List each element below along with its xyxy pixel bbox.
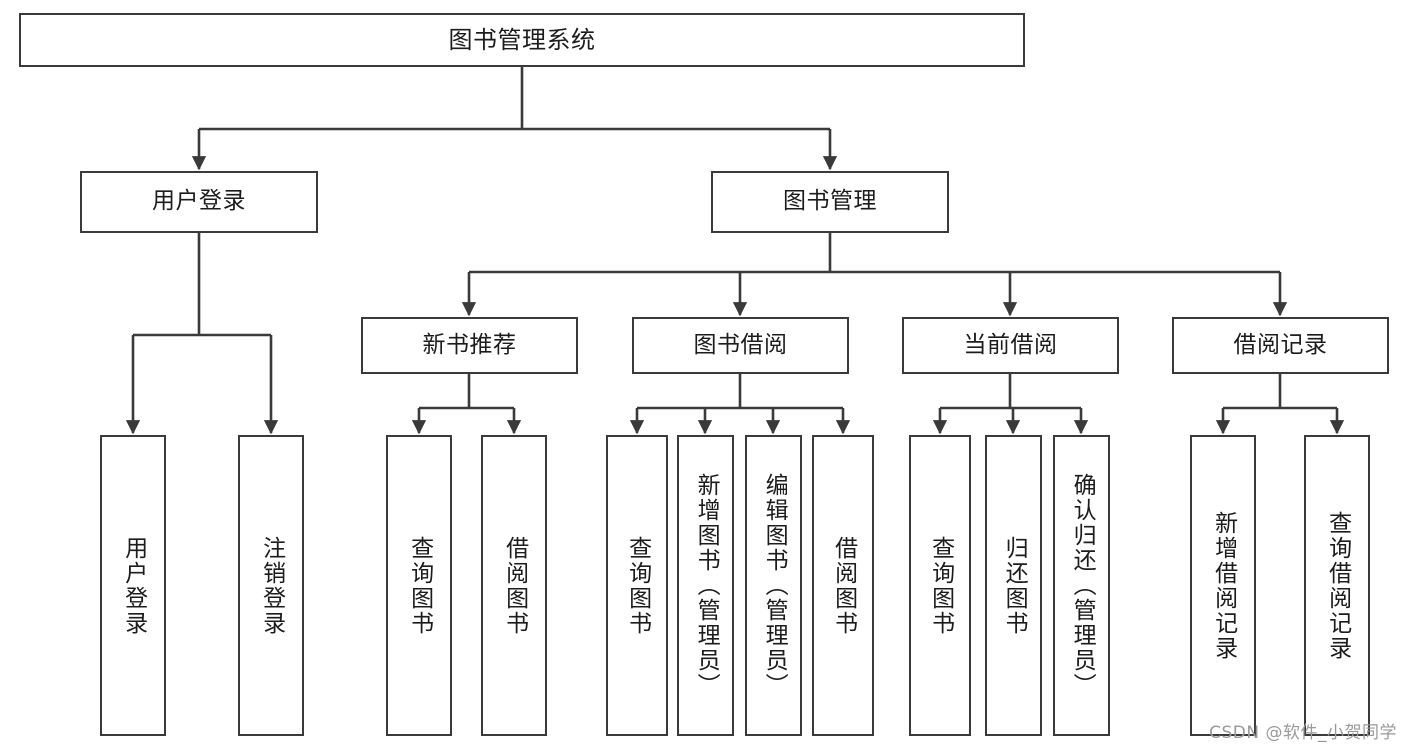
node-label: 新增图书（管理员） bbox=[693, 473, 720, 698]
node-leaf-add-record[interactable]: 新增借阅记录 bbox=[1190, 435, 1256, 736]
node-root[interactable]: 图书管理系统 bbox=[19, 13, 1025, 67]
node-leaf-query-book-borrow[interactable]: 查询图书 bbox=[606, 435, 668, 736]
node-book-manage[interactable]: 图书管理 bbox=[711, 171, 949, 233]
node-leaf-return-book[interactable]: 归还图书 bbox=[985, 435, 1042, 736]
node-leaf-query-record[interactable]: 查询借阅记录 bbox=[1304, 435, 1370, 736]
node-label: 用户登录 bbox=[152, 188, 246, 215]
node-label: 查询图书 bbox=[406, 535, 433, 636]
node-leaf-confirm-return[interactable]: 确认归还（管理员） bbox=[1053, 435, 1110, 736]
node-leaf-user-logout[interactable]: 注销登录 bbox=[238, 435, 304, 736]
node-leaf-edit-book[interactable]: 编辑图书（管理员） bbox=[745, 435, 802, 736]
csdn-watermark: CSDN @软件_小贺同学 bbox=[1209, 723, 1397, 743]
node-user-login[interactable]: 用户登录 bbox=[80, 171, 318, 233]
node-label: 归还图书 bbox=[1001, 535, 1028, 636]
node-label: 借阅图书 bbox=[830, 535, 857, 636]
node-leaf-borrow-book-rec[interactable]: 借阅图书 bbox=[481, 435, 547, 736]
node-label: 查询图书 bbox=[624, 535, 651, 636]
node-leaf-query-book-cur[interactable]: 查询图书 bbox=[909, 435, 971, 736]
node-label: 图书管理系统 bbox=[448, 25, 596, 54]
node-label: 用户登录 bbox=[120, 535, 147, 636]
node-label: 确认归还（管理员） bbox=[1069, 473, 1096, 698]
node-label: 新书推荐 bbox=[422, 331, 517, 358]
node-current-borrow[interactable]: 当前借阅 bbox=[902, 317, 1119, 374]
node-leaf-borrow-book[interactable]: 借阅图书 bbox=[812, 435, 874, 736]
node-leaf-query-book-rec[interactable]: 查询图书 bbox=[386, 435, 452, 736]
node-leaf-user-login[interactable]: 用户登录 bbox=[100, 435, 166, 736]
node-label: 编辑图书（管理员） bbox=[761, 473, 788, 698]
node-label: 查询借阅记录 bbox=[1324, 510, 1351, 661]
node-label: 查询图书 bbox=[927, 535, 954, 636]
node-new-book-rec[interactable]: 新书推荐 bbox=[361, 317, 578, 374]
node-label: 图书管理 bbox=[783, 188, 877, 215]
node-leaf-add-book[interactable]: 新增图书（管理员） bbox=[677, 435, 734, 736]
node-label: 注销登录 bbox=[258, 535, 285, 636]
node-borrow-record[interactable]: 借阅记录 bbox=[1172, 317, 1389, 374]
node-label: 借阅图书 bbox=[501, 535, 528, 636]
node-label: 借阅记录 bbox=[1233, 331, 1328, 358]
node-label: 图书借阅 bbox=[693, 331, 788, 358]
node-book-borrow[interactable]: 图书借阅 bbox=[632, 317, 849, 374]
node-label: 新增借阅记录 bbox=[1210, 510, 1237, 661]
node-label: 当前借阅 bbox=[963, 331, 1058, 358]
